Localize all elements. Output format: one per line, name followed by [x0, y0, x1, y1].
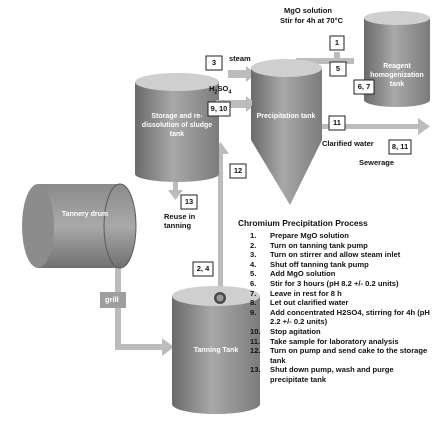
process-step-text: Shut down pump, wash and purge precipita… [270, 365, 394, 384]
step-box-8-11: 8, 11 [391, 142, 409, 151]
process-step-number: 1. [250, 231, 257, 240]
process-step-number: 2. [250, 240, 257, 250]
tanning-tank [172, 286, 260, 414]
process-step-number: 10. [250, 326, 261, 336]
process-step: 6. Stir for 3 hours (pH 8.2 +/- 0.2 units… [238, 279, 434, 289]
step-box-1: 1 [334, 38, 340, 47]
process-step: 7. Leave in rest for 8 h [238, 289, 434, 299]
process-step-number: 4. [250, 259, 257, 269]
process-title: Chromium Precipitation Process [238, 218, 368, 228]
steam-label: steam [229, 54, 251, 63]
tannery-drum-label: Tannery drum [61, 211, 109, 218]
mgo-solution-label: MgO solution [284, 6, 332, 15]
storage-tank-label: Storage and re-dissolution of sludge tan… [141, 113, 213, 138]
process-step-number: 7. [250, 288, 257, 298]
h2so4-label: H2SO4 [209, 84, 232, 96]
step-box-9-10: 9, 10 [210, 104, 228, 113]
process-step: 13. Shut down pump, wash and purge precip… [238, 365, 434, 384]
storage-tank [135, 73, 252, 182]
process-step: 8. Let out clarified water [238, 298, 434, 308]
step-box-11: 11 [333, 118, 341, 127]
precipitation-tank [251, 59, 322, 205]
process-step-text: Stop agitation [270, 326, 321, 336]
process-step: 2. Turn on tanning tank pump [238, 241, 434, 251]
process-steps-list: 1. Prepare MgO solution 2. Turn on tanning … [238, 231, 434, 385]
step-box-2-4: 2, 4 [196, 264, 210, 273]
step-box-12: 12 [233, 166, 243, 175]
process-step-text: Take sample for laboratory analysis [270, 336, 399, 346]
process-panel: Chromium Precipitation Process 1. Prepare… [238, 218, 434, 385]
precipitation-tank-label: Precipitation tank [256, 113, 316, 120]
process-step: 11. Take sample for laboratory analysis [238, 337, 434, 347]
process-step-number: 5. [250, 269, 257, 279]
process-step-text: Add MgO solution [270, 269, 336, 279]
stir-label: Stir for 4h at 70°C [280, 16, 344, 25]
process-step-number: 13. [250, 365, 261, 375]
step-box-13: 13 [184, 197, 194, 206]
process-step-text: Stir for 3 hours (pH 8.2 +/- 0.2 units) [270, 278, 399, 288]
process-step-number: 9. [250, 307, 257, 317]
step-box-6-7: 6, 7 [357, 82, 371, 91]
reagent-tank [364, 11, 430, 107]
process-step-number: 11. [250, 336, 261, 346]
process-step-text: Turn on stirrer and allow steam inlet [270, 250, 401, 260]
process-step: 1. Prepare MgO solution [238, 231, 434, 241]
process-step-number: 6. [250, 278, 257, 288]
process-step: 4. Shut off tanning tank pump [238, 260, 434, 270]
process-step-text: Turn on tanning tank pump [270, 240, 368, 250]
process-step-text: Leave in rest for 8 h [270, 288, 342, 298]
process-step-text: Turn on pump and send cake to the storag… [270, 346, 428, 365]
step-box-5: 5 [335, 64, 341, 73]
process-step: 9. Add concentrated H2SO4, stirring for 4… [238, 308, 434, 327]
grill-label: grill [105, 295, 119, 304]
reuse-label: Reuse in tanning [164, 212, 196, 230]
process-step-number: 12. [250, 346, 261, 356]
tannery-drum [22, 183, 137, 269]
clarified-water-label: Clarified water [322, 139, 374, 148]
step-box-3: 3 [211, 58, 217, 67]
process-step: 3. Turn on stirrer and allow steam inlet [238, 250, 434, 260]
process-step-text: Let out clarified water [270, 298, 349, 308]
sewerage-label: Sewerage [359, 158, 395, 167]
reagent-tank-label: Reagent homogenization tank [370, 63, 424, 88]
process-step-number: 8. [250, 298, 257, 308]
grill-marker [100, 292, 126, 308]
process-step: 12. Turn on pump and send cake to the sto… [238, 346, 434, 365]
process-step: 5. Add MgO solution [238, 269, 434, 279]
process-step-text: Prepare MgO solution [270, 231, 349, 240]
tanning-tank-label: Tanning Tank [193, 347, 239, 354]
process-step-number: 3. [250, 250, 257, 260]
process-step-text: Shut off tanning tank pump [270, 259, 369, 269]
step-boxes [180, 35, 412, 277]
process-step-text: Add concentrated H2SO4, stirring for 4h … [270, 307, 430, 327]
process-step: 10. Stop agitation [238, 327, 434, 337]
